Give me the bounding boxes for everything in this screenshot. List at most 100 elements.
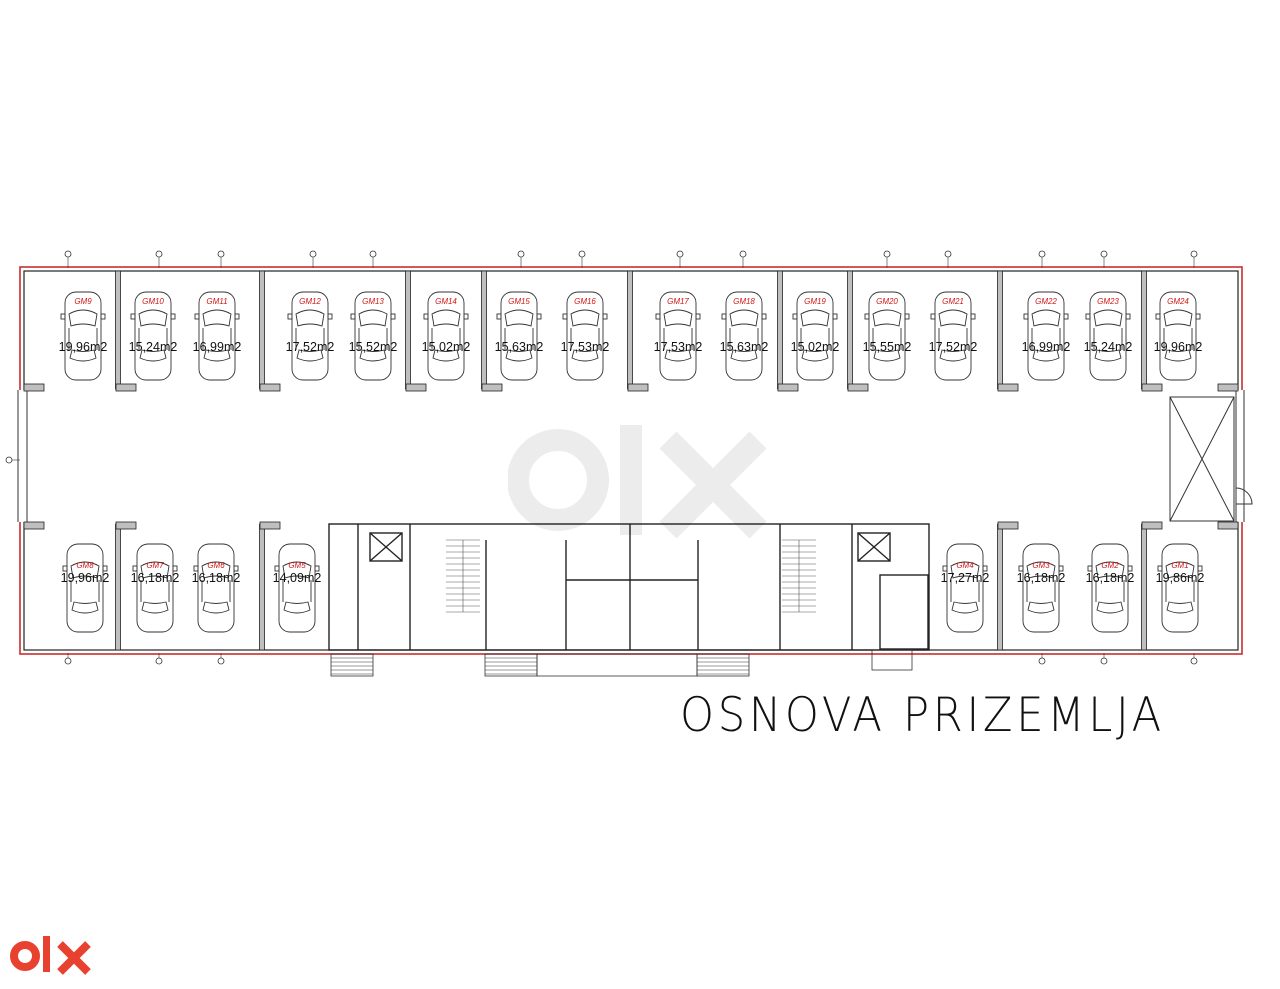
garage-top-car-11: [864, 291, 910, 381]
pillars: [23, 270, 1239, 651]
marker-bubble: [217, 657, 225, 665]
marker-bubble: [578, 250, 586, 258]
garage-top-area-label: 15,02m2: [422, 340, 471, 354]
garage-top-id-label: GM21: [942, 297, 964, 306]
pillar: [115, 521, 137, 530]
marker-bubble: [64, 250, 72, 258]
garage-top-car-5: [423, 291, 469, 381]
garage-top-area-label: 15,24m2: [1084, 340, 1133, 354]
marker-bubble: [64, 657, 72, 665]
garage-top-id-label: GM22: [1035, 297, 1057, 306]
garage-top-car-7: [562, 291, 608, 381]
entry-steps: [330, 649, 913, 677]
garage-top-id-label: GM17: [667, 297, 689, 306]
olx-logo[interactable]: [10, 932, 96, 976]
garage-top-id-label: GM13: [362, 297, 384, 306]
marker-bubble: [944, 250, 952, 258]
garage-top-car-6: [496, 291, 542, 381]
garage-bottom-area-label: 16,18m2: [192, 571, 241, 585]
garage-top-area-label: 19,96m2: [1154, 340, 1203, 354]
garage-top-id-label: GM23: [1097, 297, 1119, 306]
garage-top-area-label: 15,63m2: [495, 340, 544, 354]
garage-top-id-label: GM16: [574, 297, 596, 306]
partition-wall: [481, 270, 487, 390]
partition-wall: [259, 270, 265, 390]
garage-bottom-area-label: 17,27m2: [941, 571, 990, 585]
garage-top-car-0: [60, 291, 106, 381]
partition-wall: [115, 523, 121, 651]
pillar: [1217, 521, 1239, 530]
garage-top-car-9: [721, 291, 767, 381]
marker-bubble: [309, 250, 317, 258]
watermark-logo: [508, 425, 767, 539]
garage-bottom-car-5: [1018, 543, 1064, 633]
partition-wall: [997, 270, 1003, 390]
garage-top-area-label: 15,63m2: [720, 340, 769, 354]
pillar: [1217, 383, 1239, 392]
marker-bubble: [1038, 250, 1046, 258]
garage-top-car-4: [350, 291, 396, 381]
partition-wall: [1141, 523, 1147, 651]
garage-bottom-id-label: GM8: [76, 561, 94, 570]
axis-marker-left: [5, 456, 20, 464]
garage-bottom-car-1: [132, 543, 178, 633]
garage-top-area-label: 16,99m2: [1022, 340, 1071, 354]
garage-top-car-12: [930, 291, 976, 381]
garage-bottom-area-label: 16,18m2: [1017, 571, 1066, 585]
garage-bottom-id-label: GM2: [1101, 561, 1119, 570]
garage-top-car-15: [1155, 291, 1201, 381]
garage-bottom-id-label: GM4: [956, 561, 974, 570]
garage-bottom-id-label: GM7: [146, 561, 164, 570]
garage-top-id-label: GM14: [435, 297, 457, 306]
garage-bottom-id-label: GM1: [1171, 561, 1188, 570]
garage-top-id-label: GM11: [206, 297, 227, 306]
pillar: [115, 383, 137, 392]
garage-bottom-area-label: 16,18m2: [131, 571, 180, 585]
garage-top-area-label: 15,55m2: [863, 340, 912, 354]
garage-top-area-label: 17,52m2: [929, 340, 978, 354]
pillar: [259, 383, 281, 392]
garage-top-area-label: 17,53m2: [561, 340, 610, 354]
garage-bottom-car-4: [942, 543, 988, 633]
garage-bottom-id-label: GM5: [288, 561, 306, 570]
marker-bubble: [739, 250, 747, 258]
garage-top-area-label: 17,53m2: [654, 340, 703, 354]
garage-top-car-1: [130, 291, 176, 381]
garage-bottom-car-0: [62, 543, 108, 633]
ramp: [1169, 396, 1253, 522]
garage-top-car-2: [194, 291, 240, 381]
garage-top-car-10: [792, 291, 838, 381]
garage-bottom-area-label: 19,86m2: [1156, 571, 1205, 585]
marker-bubble: [1100, 657, 1108, 665]
garage-top-area-label: 15,52m2: [349, 340, 398, 354]
marker-bubble: [1190, 250, 1198, 258]
stairs: [446, 539, 816, 613]
garage-bottom-car-2: [193, 543, 239, 633]
column-markers: [64, 250, 1198, 665]
marker-bubble: [155, 657, 163, 665]
garages-bottom-row: GM819,96m2GM716,18m2GM616,18m2GM514,09m2…: [61, 543, 1205, 633]
garage-bottom-id-label: GM3: [1032, 561, 1050, 570]
partition-wall: [1141, 270, 1147, 390]
pillar: [847, 383, 869, 392]
marker-bubble: [676, 250, 684, 258]
pillar: [777, 383, 799, 392]
partition-wall: [405, 270, 411, 390]
pillar: [405, 383, 427, 392]
plan-title: OSNOVA PRIZEMLJA: [680, 688, 1165, 743]
garage-bottom-car-7: [1157, 543, 1203, 633]
garage-top-car-8: [655, 291, 701, 381]
partition-wall: [847, 270, 853, 390]
garage-bottom-area-label: 16,18m2: [1086, 571, 1135, 585]
garages-top-row: GM919,96m2GM1015,24m2GM1116,99m2GM1217,5…: [59, 291, 1203, 381]
partition-wall: [997, 523, 1003, 651]
pillar: [259, 521, 281, 530]
garage-top-id-label: GM19: [804, 297, 826, 306]
garage-bottom-id-label: GM6: [207, 561, 225, 570]
marker-bubble: [517, 250, 525, 258]
partition-wall: [627, 270, 633, 390]
garage-top-area-label: 15,24m2: [129, 340, 178, 354]
garage-top-id-label: GM9: [74, 297, 92, 306]
marker-bubble: [217, 250, 225, 258]
